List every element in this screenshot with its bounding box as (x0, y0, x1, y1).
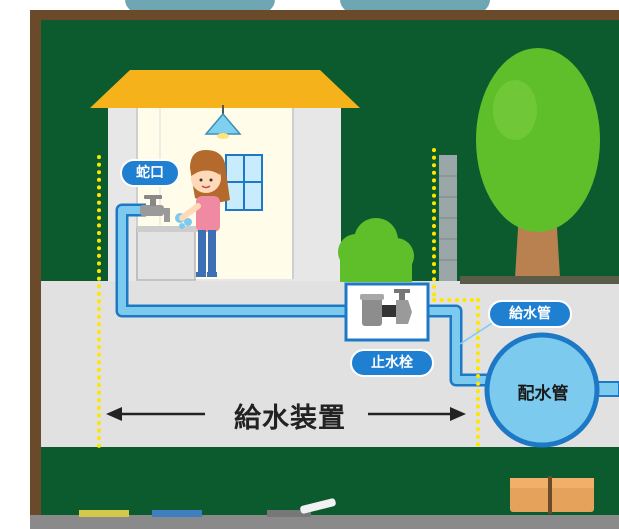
stop-valve-box (344, 282, 430, 342)
supply-equipment-caption: 給水装置 (234, 403, 346, 434)
supply-range-arrows (106, 407, 466, 421)
bush (338, 218, 414, 282)
faucet-icon (140, 195, 170, 222)
woman-washing-hands (179, 150, 230, 277)
sink-counter (136, 227, 196, 281)
eraser (510, 476, 594, 514)
chalk-tray (30, 515, 619, 529)
distribution-main-label: 配水管 (517, 384, 569, 404)
supply-boundary-lines (97, 148, 480, 452)
ground-edge (460, 276, 619, 284)
service-pipe-label: 給水管 (488, 300, 572, 328)
roof (90, 70, 360, 108)
ceiling-lamp (204, 105, 242, 139)
service-pipe (115, 203, 498, 387)
block-wall (439, 155, 457, 281)
distribution-main (484, 332, 619, 448)
chalks (79, 498, 336, 517)
faucet-label: 蛇口 (120, 159, 180, 187)
stop-valve-label: 止水栓 (350, 349, 434, 377)
tree (476, 48, 600, 278)
